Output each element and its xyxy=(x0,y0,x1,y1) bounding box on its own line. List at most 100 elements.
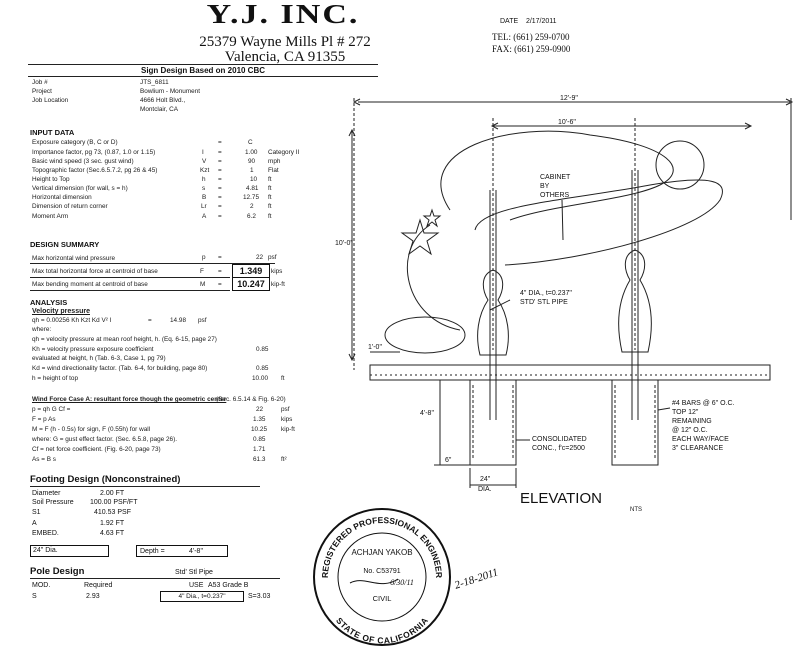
svg-text:STATE OF CALIFORNIA: STATE OF CALIFORNIA xyxy=(334,615,430,645)
wind-force-ref: (Sec. 6.5.14 & Fig. 6-20) xyxy=(216,396,286,403)
required-label: Required xyxy=(84,582,113,589)
input-row-eq: = xyxy=(218,158,222,165)
footing-rule xyxy=(30,486,260,487)
moment-value-box: 10.247 xyxy=(232,277,270,291)
cabinet-note-2: BY xyxy=(540,183,550,190)
input-row-unit: Flat xyxy=(268,167,279,174)
input-row-value: 1 xyxy=(250,167,254,174)
bowling-pin-left xyxy=(477,269,509,356)
wind-force-line: where: G = gust effect factor. (Sec. 6.5… xyxy=(32,436,177,443)
input-row-symbol: Kzt xyxy=(200,167,210,174)
analysis-line-value: 0.85 xyxy=(256,365,269,372)
input-row-symbol: h xyxy=(202,176,206,183)
company-name: Y.J. INC. xyxy=(206,0,360,30)
footing-label: S1 xyxy=(32,509,41,516)
leader-pipe xyxy=(489,299,511,311)
bars-note-1: #4 BARS @ 6" O.C. xyxy=(672,400,735,407)
design-summary-heading: DESIGN SUMMARY xyxy=(30,240,100,249)
input-row-label: Importance factor, pg 73, (0.87, 1.0 or … xyxy=(32,149,156,156)
input-row-value: 10 xyxy=(250,176,258,183)
input-row-unit: ft xyxy=(268,213,272,220)
where-label: where: xyxy=(32,326,52,333)
input-row-value: 12.75 xyxy=(243,194,259,201)
summary-row-unit: kips xyxy=(271,268,283,275)
bars-note-6: 3" CLEARANCE xyxy=(672,445,724,452)
footing-right xyxy=(611,380,659,466)
dim-inner-label: 10'-6" xyxy=(558,119,576,126)
input-row-label: Height to Top xyxy=(32,176,70,183)
elevation-title: ELEVATION xyxy=(520,490,602,507)
wind-force-line: M = F (h - 0.5s) for sign, F (0.55h) for… xyxy=(32,426,151,433)
analysis-line-unit: ft xyxy=(281,375,285,382)
summary-row-label: Max bending moment at centroid of base xyxy=(32,281,148,288)
input-row-eq: = xyxy=(218,203,222,210)
velocity-pressure-heading: Velocity pressure xyxy=(32,308,90,315)
summary-row-symbol: M xyxy=(200,281,206,288)
footing-value: 410.53 PSF xyxy=(94,509,131,516)
s-required: 2.93 xyxy=(86,593,100,600)
input-data-heading: INPUT DATA xyxy=(30,128,75,137)
grade-slab xyxy=(369,364,771,381)
depth-label: Depth = xyxy=(140,548,165,555)
pipe-note-1: 4" DIA., t=0.237" xyxy=(520,290,572,297)
pole-pipe: Std' Stl Pipe xyxy=(175,569,213,576)
wind-force-line: As = B s xyxy=(32,456,56,463)
date-label: DATE xyxy=(500,18,519,25)
stamp-name: ACHJAN YAKOB xyxy=(351,548,412,557)
input-row-value: 6.2 xyxy=(247,213,256,220)
input-row-label: Vertical dimension (for wall, s = h) xyxy=(32,185,128,192)
title-rule-bottom xyxy=(28,76,378,77)
wind-force-value: 22 xyxy=(256,406,264,413)
use-pipe-box: 4" Dia., t=0.237" xyxy=(160,591,244,602)
footing-label: A xyxy=(32,520,37,527)
stamp-civil: CIVIL xyxy=(373,594,392,603)
cabinet-note-1: CABINET xyxy=(540,174,571,181)
cabinet-outline-lower xyxy=(474,179,723,266)
engineer-stamp: REGISTERED PROFESSIONAL ENGINEER STATE O… xyxy=(313,508,451,646)
wind-force-value: 1.71 xyxy=(253,446,266,453)
wind-force-unit: kips xyxy=(281,416,293,423)
stamp-outer-bottom: STATE OF CALIFORNIA xyxy=(334,615,430,645)
footing-heading: Footing Design (Nonconstrained) xyxy=(30,474,181,485)
input-row-symbol: I xyxy=(202,149,204,156)
input-row-eq: = xyxy=(218,194,222,201)
depth-value: 4'-8" xyxy=(189,548,203,555)
input-row-eq: = xyxy=(218,185,222,192)
pipe-note-2: STD' STL PIPE xyxy=(520,299,568,306)
wind-force-line: Cf = net force coefficient. (Fig. 6-20, … xyxy=(32,446,161,453)
wind-force-value: 1.35 xyxy=(253,416,266,423)
qh-formula: qh = 0.00256 Kh Kzt Kd V² I xyxy=(32,317,112,324)
location-value-1: 4666 Holt Blvd., xyxy=(140,97,186,104)
bowling-pin-right xyxy=(618,249,652,353)
dim-arrows-overall xyxy=(352,98,794,106)
analysis-heading: ANALYSIS xyxy=(30,298,68,307)
input-row-symbol: s xyxy=(202,185,206,192)
wind-force-unit: psf xyxy=(281,406,290,413)
cabinet-note-3: OTHERS xyxy=(540,192,570,199)
conc-note-1: CONSOLIDATED xyxy=(532,436,587,443)
leader-cabinet xyxy=(561,199,564,241)
analysis-line: Kd = wind directionality factor. (Tab. 6… xyxy=(32,365,208,372)
input-row-unit: mph xyxy=(268,158,281,165)
stamp-number: No. C53791 xyxy=(363,568,400,575)
summary-row-label: Max total horizontal force at centroid o… xyxy=(32,268,158,275)
location-label: Job Location xyxy=(32,97,69,104)
input-row-label: Exposure category (B, C or D) xyxy=(32,139,118,146)
analysis-line: Kh = velocity pressure exposure coeffici… xyxy=(32,346,154,353)
input-row-unit: ft xyxy=(268,203,272,210)
title-rule-top xyxy=(28,64,378,65)
dim-embed-label: 4'-8" xyxy=(420,410,434,417)
bars-note-5: EACH WAY/FACE xyxy=(672,436,729,443)
footing-label: EMBED. xyxy=(32,530,59,537)
tel-line: TEL: (661) 259-0700 xyxy=(492,32,570,42)
input-row-eq: = xyxy=(218,167,222,174)
wind-force-line: F = p As xyxy=(32,416,56,423)
input-row-value: C xyxy=(248,139,253,146)
company-address-line1: 25379 Wayne Mills Pl # 272 xyxy=(199,34,371,50)
dim-dia2-label: DIA. xyxy=(478,486,492,493)
depth-box: Depth = 4'-8" xyxy=(136,545,228,557)
bars-note-4: @ 12" O.C. xyxy=(672,427,708,434)
leader-bars xyxy=(657,407,671,411)
date-line: DATE 2/17/2011 xyxy=(500,18,557,25)
analysis-line: evaluated at height, h (Tab. 6-3, Case 1… xyxy=(32,355,166,362)
